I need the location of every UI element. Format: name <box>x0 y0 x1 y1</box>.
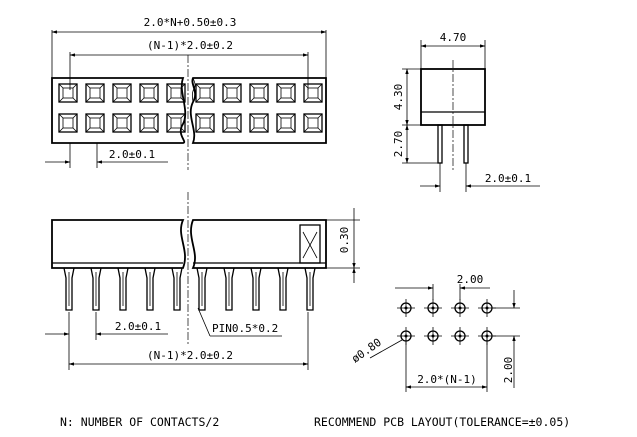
side-pin-left <box>437 124 443 164</box>
front-pin <box>171 267 183 311</box>
side-pin-spacing-label: 2.0±0.1 <box>485 172 531 185</box>
front-pin <box>90 267 102 311</box>
contact-cell <box>112 83 132 103</box>
pitch-span-dim-label: (N-1)*2.0±0.2 <box>147 39 233 52</box>
side-pin-length-dim-label: 2.70 <box>392 131 405 158</box>
top-view-contacts <box>58 83 323 133</box>
front-view: 0.30 2.0±0.1 PIN0.5*0.2 (N-1)*2.0±0.2 <box>45 192 360 370</box>
contact-cell <box>249 83 269 103</box>
pcb-hole <box>451 299 469 317</box>
contact-cell <box>139 113 159 133</box>
contact-cell <box>85 113 105 133</box>
side-view: 4.70 4.30 2.70 2.0±0.1 <box>392 31 540 192</box>
pin-dim-label: PIN0.5*0.2 <box>212 322 278 335</box>
front-pitch-dim-label: 2.0±0.1 <box>115 320 161 333</box>
pcb-pitch-dim-label: 2.00 <box>457 273 484 286</box>
pcb-holes <box>397 299 496 345</box>
front-pin <box>223 267 235 311</box>
front-pin <box>304 267 316 311</box>
pcb-layout: 2.00 2.00 ø0.80 2.0*(N-1) <box>349 273 520 392</box>
contact-cell <box>166 113 186 133</box>
recess-dim-label: 0.30 <box>338 227 351 254</box>
pcb-hole <box>397 299 415 317</box>
pcb-layout-note: RECOMMEND PCB LAYOUT(TOLERANCE=±0.05) <box>314 415 570 429</box>
contact-cell <box>276 83 296 103</box>
pcb-row-pitch-label: 2.00 <box>502 357 515 384</box>
contact-cell <box>222 113 242 133</box>
front-pin <box>277 267 289 311</box>
pcb-span-dim-label: 2.0*(N-1) <box>417 373 477 386</box>
pcb-hole <box>424 327 442 345</box>
pcb-hole-dim-label: ø0.80 <box>349 336 384 366</box>
top-pitch-dim-label: 2.0±0.1 <box>109 148 155 161</box>
contact-cell <box>303 83 323 103</box>
front-pin <box>117 267 129 311</box>
contact-cell <box>222 83 242 103</box>
contact-cell <box>85 83 105 103</box>
front-view-body-right <box>190 219 327 269</box>
pcb-hole <box>424 299 442 317</box>
front-view-pins <box>63 267 316 311</box>
front-pin <box>196 267 208 311</box>
front-view-body-left <box>51 219 186 269</box>
contact-cell <box>195 113 215 133</box>
contact-cell <box>303 113 323 133</box>
contact-cell <box>166 83 186 103</box>
pcb-hole <box>451 327 469 345</box>
contact-cell <box>249 113 269 133</box>
contact-cell <box>58 113 78 133</box>
top-view: 2.0*N+0.50±0.3 (N-1)*2.0±0.2 2.0±0.1 <box>45 16 327 170</box>
overall-dim-label: 2.0*N+0.50±0.3 <box>144 16 237 29</box>
side-height-dim-label: 4.30 <box>392 84 405 111</box>
contact-cell <box>139 83 159 103</box>
contacts-note: N: NUMBER OF CONTACTS/2 <box>60 415 219 429</box>
front-span-dim-label: (N-1)*2.0±0.2 <box>147 349 233 362</box>
contact-cell <box>195 83 215 103</box>
side-width-dim-label: 4.70 <box>440 31 467 44</box>
front-pin <box>144 267 156 311</box>
contact-cell <box>112 113 132 133</box>
side-pin-right <box>463 124 469 164</box>
contact-cell <box>276 113 296 133</box>
contact-cell <box>58 83 78 103</box>
front-pin <box>250 267 262 311</box>
side-view-body <box>420 68 486 126</box>
front-pin <box>63 267 75 311</box>
